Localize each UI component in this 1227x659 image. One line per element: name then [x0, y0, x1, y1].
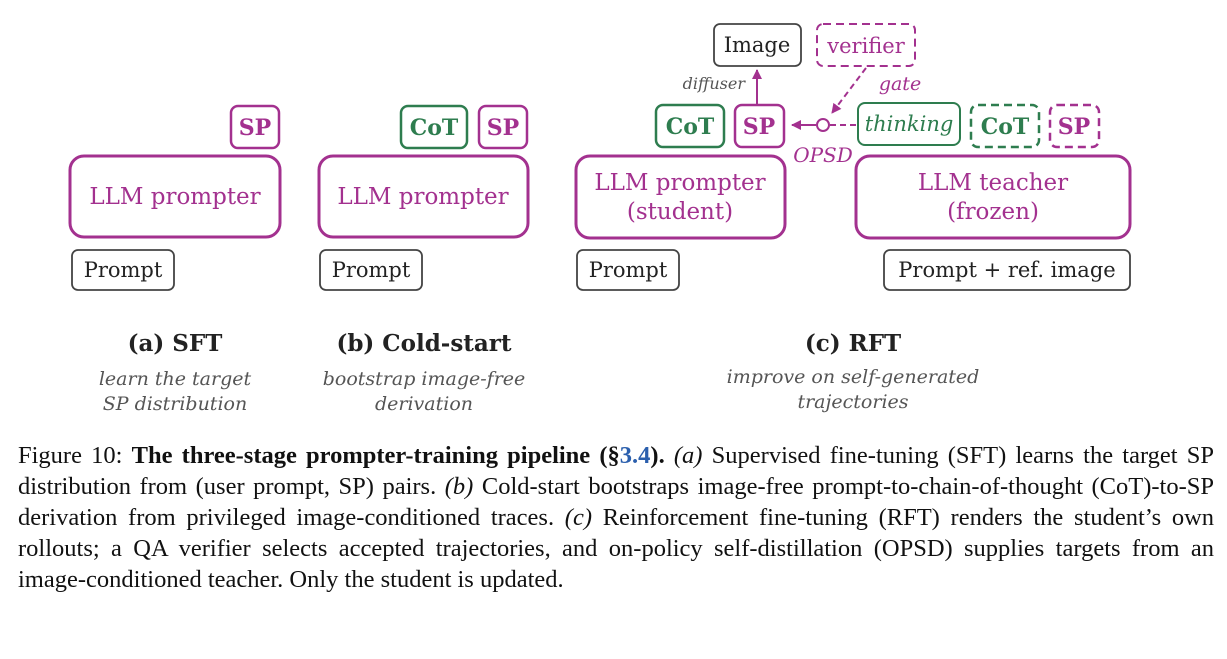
- coldstart-model-label: LLM prompter: [337, 184, 508, 210]
- rft-student-line2: (student): [627, 199, 733, 225]
- rft-teacher-box: [854, 154, 1132, 240]
- caption-figure-number: Figure 10:: [18, 442, 123, 469]
- rft-gate-arrow: [831, 67, 867, 114]
- coldstart-cot-box: [399, 104, 469, 150]
- rft-teacher-prompt-label: Prompt + ref. image: [898, 258, 1115, 282]
- coldstart-sp-label: SP: [487, 115, 519, 141]
- rft-teacher-prompt-box: [883, 249, 1131, 291]
- rft-student-line1: LLM prompter: [594, 170, 765, 196]
- caption-b-marker: (b): [444, 473, 474, 500]
- rft-teacher-sp-box: [1048, 103, 1101, 149]
- coldstart-desc-line2: derivation: [375, 393, 473, 415]
- caption-section-link[interactable]: 3.4: [619, 442, 651, 469]
- sft-prompt-box: [71, 249, 175, 291]
- rft-student-prompt-label: Prompt: [589, 258, 668, 282]
- rft-student-cot-box: [654, 103, 726, 149]
- rft-image-label: Image: [724, 33, 791, 57]
- caption-c-marker: (c): [564, 504, 592, 531]
- rft-image-box: [713, 23, 802, 67]
- coldstart-desc-line1: bootstrap image-free: [323, 368, 526, 390]
- sft-prompt-label: Prompt: [84, 258, 163, 282]
- sft-model-label: LLM prompter: [89, 184, 260, 210]
- rft-student-box: [574, 154, 787, 240]
- figure-caption: Figure 10: The three-stage prompter-trai…: [18, 440, 1214, 595]
- rft-opsd-label: OPSD: [793, 143, 853, 167]
- coldstart-stage-label: (b) Cold-start: [336, 330, 511, 357]
- rft-student-sp-label: SP: [743, 114, 775, 140]
- rft-opsd-node: [816, 118, 830, 132]
- panel-coldstart: CoT SP LLM prompter Prompt (b) Cold-star…: [317, 104, 530, 415]
- panel-rft: Image verifier diffuser gate CoT SP OPSD…: [574, 23, 1132, 413]
- rft-student-sp-box: [733, 103, 786, 149]
- sft-desc-line1: learn the target: [99, 368, 252, 390]
- panel-sft: SP LLM prompter Prompt (a) SFT learn the…: [68, 104, 282, 415]
- caption-b-text: Cold-start bootstraps image-free prompt-…: [18, 473, 1215, 531]
- rft-teacher-sp-label: SP: [1058, 114, 1090, 140]
- rft-gate-label: gate: [879, 73, 921, 95]
- rft-teacher-cot-box: [969, 103, 1041, 149]
- caption-a-text: Supervised fine-tuning (SFT) learns the …: [18, 442, 1215, 500]
- caption-title-text: The three-stage prompter-training pipeli…: [131, 442, 620, 469]
- rft-thinking-label: thinking: [865, 112, 954, 136]
- rft-verifier-label: verifier: [826, 34, 905, 58]
- rft-teacher-line2: (frozen): [947, 199, 1039, 225]
- caption-a-marker: (a): [673, 442, 703, 469]
- rft-desc-line1: improve on self-generated: [727, 366, 980, 388]
- sft-desc-line2: SP distribution: [103, 393, 247, 415]
- rft-teacher-line1: LLM teacher: [918, 170, 1068, 196]
- caption-title: The three-stage prompter-training pipeli…: [132, 442, 665, 469]
- rft-desc-line2: trajectories: [797, 391, 908, 413]
- rft-diffuser-label: diffuser: [683, 74, 747, 93]
- rft-stage-label: (c) RFT: [805, 330, 901, 357]
- sft-model-box: [68, 154, 282, 239]
- rft-verifier-box: [816, 23, 916, 67]
- coldstart-sp-box: [477, 104, 529, 150]
- coldstart-prompt-box: [319, 249, 423, 291]
- sft-stage-label: (a) SFT: [128, 330, 223, 357]
- rft-teacher-cot-label: CoT: [981, 114, 1030, 140]
- caption-title-end: ).: [650, 442, 665, 469]
- sft-sp-box: [229, 104, 281, 150]
- coldstart-cot-label: CoT: [410, 115, 459, 141]
- pipeline-diagram: SP LLM prompter Prompt (a) SFT learn the…: [68, 23, 1132, 415]
- coldstart-model-box: [317, 154, 530, 239]
- coldstart-prompt-label: Prompt: [332, 258, 411, 282]
- rft-student-prompt-box: [576, 249, 680, 291]
- rft-thinking-box: [857, 102, 961, 146]
- sft-sp-label: SP: [239, 115, 271, 141]
- caption-c-text: Reinforcement fine-tuning (RFT) renders …: [18, 504, 1215, 593]
- rft-student-cot-label: CoT: [666, 114, 715, 140]
